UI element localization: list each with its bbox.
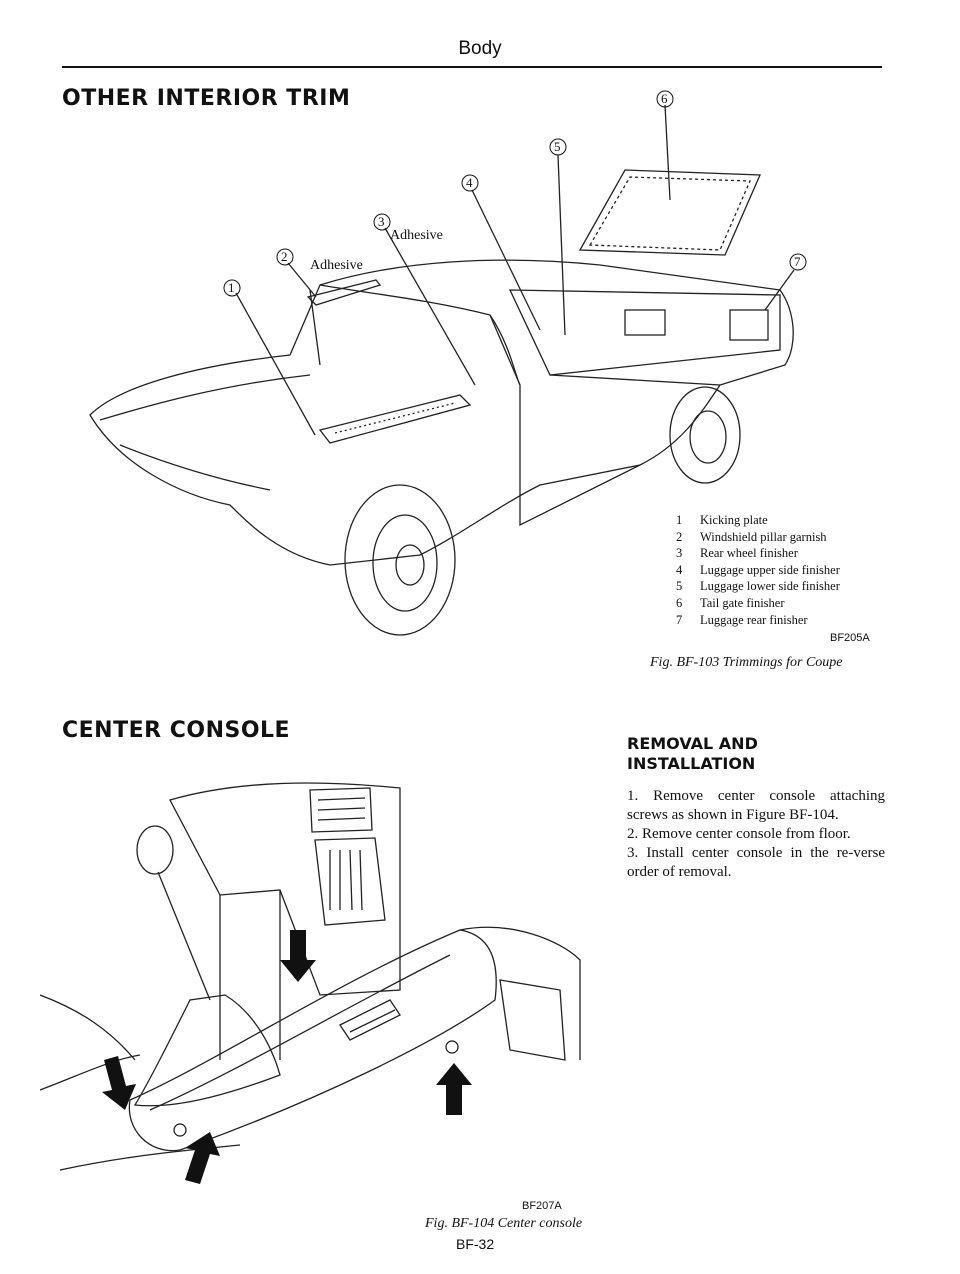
center-console-illustration xyxy=(40,782,581,1184)
adhesive-label-2: Adhesive xyxy=(310,258,363,273)
figure1-code: BF205A xyxy=(830,632,870,644)
callout-2: 2 xyxy=(281,249,288,264)
coupe-trim-illustration: 1 2 Adhesive 3 Adhesive 4 5 6 7 xyxy=(89,90,807,636)
removal-steps: 1. Remove center console attaching screw… xyxy=(627,787,885,882)
page-number: BF-32 xyxy=(456,1236,495,1252)
page-header-title: Body xyxy=(458,38,502,59)
removal-title: REMOVAL AND INSTALLATION xyxy=(627,734,758,773)
figure1-caption: Fig. BF-103 Trimmings for Coupe xyxy=(650,655,843,670)
figure2-caption: Fig. BF-104 Center console xyxy=(425,1216,583,1231)
step-3: 3. Install center console in the re-vers… xyxy=(627,845,885,880)
section-title-center-console: CENTER CONSOLE xyxy=(62,718,291,743)
adhesive-label-3: Adhesive xyxy=(390,228,443,243)
callout-1: 1 xyxy=(228,280,235,295)
step-1: 1. Remove center console attaching screw… xyxy=(627,788,885,823)
step-2: 2. Remove center console from floor. xyxy=(627,826,851,842)
header-rule xyxy=(62,66,882,68)
callout-3: 3 xyxy=(378,214,385,229)
figure2-code: BF207A xyxy=(522,1200,562,1212)
callout-4: 4 xyxy=(466,175,473,190)
section-title-interior-trim: OTHER INTERIOR TRIM xyxy=(62,86,351,111)
callout-6: 6 xyxy=(661,91,668,106)
callout-7: 7 xyxy=(794,254,801,269)
callout-5: 5 xyxy=(554,139,561,154)
